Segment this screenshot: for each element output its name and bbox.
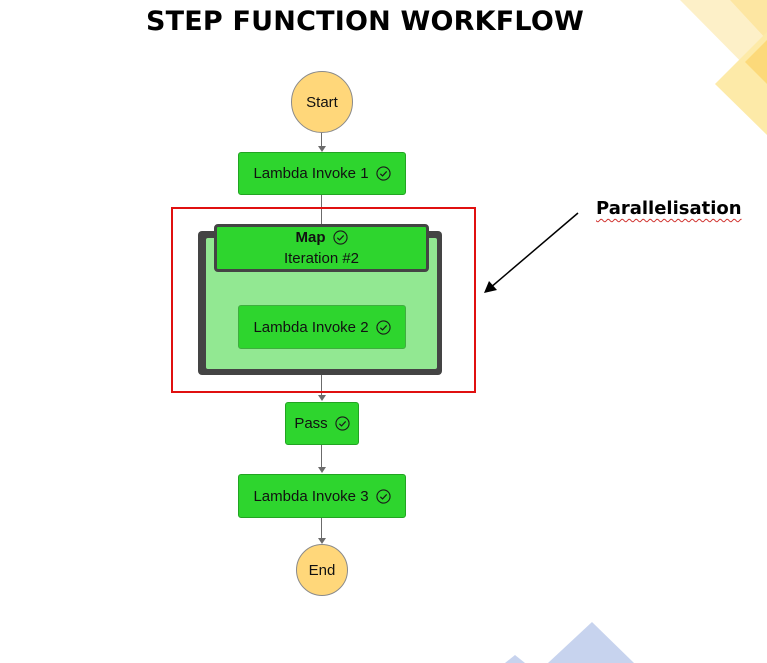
start-node[interactable]: Start: [291, 71, 353, 133]
lambda-invoke-1-task[interactable]: Lambda Invoke 1: [238, 152, 406, 195]
page-title: STEP FUNCTION WORKFLOW: [146, 6, 584, 37]
arrowhead: [318, 467, 326, 473]
connector-lambda3-end: [321, 518, 322, 539]
lambda-invoke-3-task[interactable]: Lambda Invoke 3: [238, 474, 406, 518]
check-circle-icon: [375, 488, 391, 504]
arrowhead: [318, 538, 326, 544]
start-label: Start: [306, 93, 338, 111]
check-circle-icon: [335, 416, 350, 431]
pass-label: Pass: [294, 415, 328, 432]
connector-pass-lambda3: [321, 445, 322, 469]
lambda-invoke-3-label: Lambda Invoke 3: [253, 487, 369, 505]
pass-task[interactable]: Pass: [285, 402, 359, 445]
map-iteration-label: Iteration #2: [283, 250, 360, 267]
check-circle-icon: [332, 230, 348, 245]
lambda-invoke-2-task[interactable]: Lambda Invoke 2: [238, 305, 406, 349]
lambda-invoke-2-label: Lambda Invoke 2: [253, 318, 369, 336]
arrow-icon: [484, 212, 579, 293]
connector-map-pass: [321, 374, 322, 397]
parallelisation-callout: Parallelisation: [596, 198, 742, 219]
connector-lambda1-map: [321, 195, 322, 225]
connector-start-lambda1: [321, 131, 322, 148]
check-circle-icon: [375, 319, 391, 335]
lambda-invoke-1-label: Lambda Invoke 1: [253, 165, 369, 182]
map-state-header[interactable]: Map Iteration #2: [214, 224, 429, 272]
arrowhead: [318, 146, 326, 152]
arrowhead: [318, 395, 326, 401]
end-label: End: [308, 561, 336, 579]
parallelisation-highlight-box: [171, 207, 476, 393]
end-node[interactable]: End: [296, 544, 348, 596]
map-title: Map: [295, 229, 326, 246]
check-circle-icon: [375, 166, 391, 181]
